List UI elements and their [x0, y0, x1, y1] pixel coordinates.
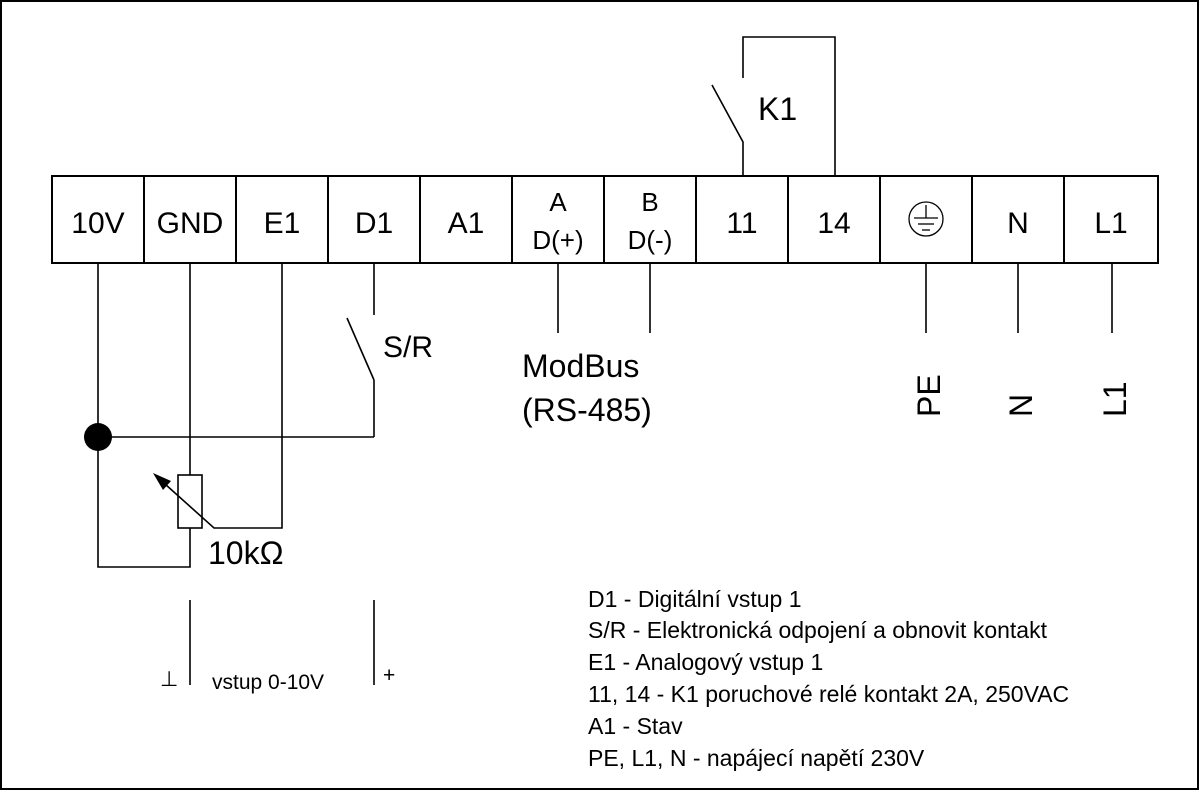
legend: D1 - Digitální vstup 1 S/R - Elektronick…	[588, 586, 1069, 771]
supply-label-l1: L1	[1097, 381, 1133, 417]
input-0-10v: ⊥ vstup 0-10V +	[160, 600, 395, 694]
sr-switch: S/R	[346, 263, 433, 437]
terminal-n	[971, 175, 1065, 264]
terminal-l1	[1063, 175, 1159, 264]
junction-dot	[84, 423, 112, 451]
legend-item: E1 - Analogový vstup 1	[588, 649, 823, 675]
terminal-label-a1: A1	[448, 207, 485, 240]
switch-label: S/R	[383, 331, 433, 364]
input-label: vstup 0-10V	[212, 671, 324, 694]
legend-item: S/R - Elektronická odpojení a obnovit ko…	[588, 617, 1048, 643]
terminal-block: 10V GND E1 D1 A1 A D(+) B D(-) 11 14 N L…	[51, 175, 1159, 264]
potentiometer-label: 10kΩ	[208, 535, 284, 571]
wiper-arrow-icon	[153, 473, 171, 490]
terminal-label-11: 11	[726, 207, 757, 240]
analog-input-wiring: 10kΩ	[84, 263, 374, 571]
terminal-label-b-bottom: D(-)	[628, 225, 673, 255]
input-plus-symbol: +	[383, 664, 395, 687]
modbus-sublabel: (RS-485)	[522, 392, 652, 428]
potentiometer	[177, 474, 203, 529]
relay-k1: K1	[711, 36, 836, 176]
terminal-label-d1: D1	[355, 207, 393, 240]
terminal-11	[695, 175, 789, 264]
legend-item: D1 - Digitální vstup 1	[588, 586, 801, 612]
terminal-label-b-top: B	[641, 187, 658, 217]
terminal-label-a-top: A	[549, 187, 567, 217]
terminal-label-n: N	[1007, 207, 1029, 240]
supply-label-pe: PE	[911, 374, 947, 417]
terminal-d1	[327, 175, 421, 264]
terminal-label-14: 14	[817, 207, 850, 240]
terminal-gnd	[143, 175, 237, 264]
terminal-label-l1: L1	[1094, 207, 1127, 240]
legend-item: 11, 14 - K1 poruchové relé kontakt 2A, 2…	[588, 681, 1069, 707]
legend-item: PE, L1, N - napájecí napětí 230V	[588, 745, 925, 771]
modbus-wiring: ModBus (RS-485)	[522, 263, 652, 428]
ground-icon	[908, 201, 944, 237]
input-minus-symbol: ⊥	[160, 668, 178, 691]
terminal-label-a-bottom: D(+)	[532, 225, 583, 255]
terminal-label-10v: 10V	[71, 207, 124, 240]
supply-wiring: PE N L1	[911, 263, 1133, 417]
terminal-label-e1: E1	[264, 207, 301, 240]
supply-label-n: N	[1003, 394, 1039, 417]
terminal-pe	[879, 175, 973, 264]
terminal-label-gnd: GND	[157, 207, 224, 240]
modbus-label: ModBus	[522, 348, 639, 384]
relay-label: K1	[758, 91, 797, 127]
terminal-a-dplus	[511, 175, 605, 264]
legend-item: A1 - Stav	[588, 713, 683, 739]
